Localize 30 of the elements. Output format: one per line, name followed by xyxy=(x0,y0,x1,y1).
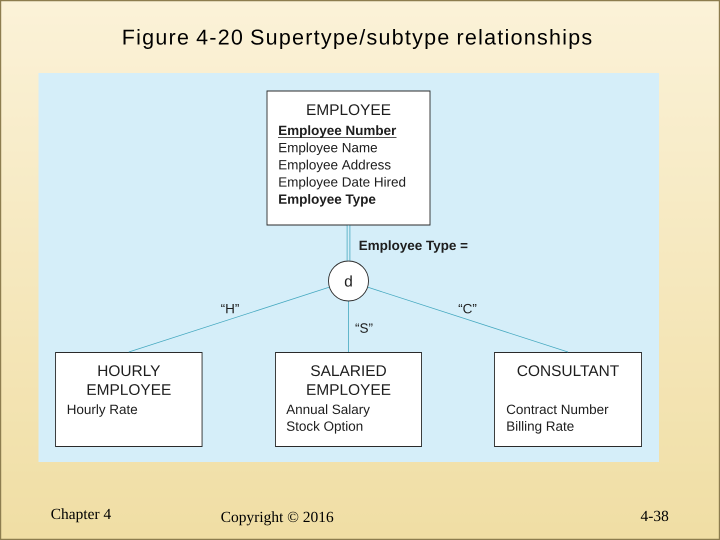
entity-name: HOURLY EMPLOYEE xyxy=(88,365,171,396)
attribute-text: Employee Number xyxy=(278,125,397,138)
edge-label: Employee Type = xyxy=(357,238,470,254)
entity-box xyxy=(55,352,202,447)
page-number: 4-38 xyxy=(640,510,668,522)
connector-line xyxy=(368,286,568,352)
attribute-text: Employee Address xyxy=(279,160,391,172)
edge-label: “H” xyxy=(219,302,241,315)
attribute-text: Contract Number xyxy=(506,404,608,414)
entity-box xyxy=(266,90,430,226)
title: Figure 4-20 Supertype/subtype relationships xyxy=(124,28,592,49)
entity-box xyxy=(275,352,422,447)
entity-box xyxy=(494,352,642,447)
entity-name: SALARIED EMPLOYEE xyxy=(307,365,390,396)
attribute-text: Annual Salary xyxy=(286,404,370,417)
connector-line xyxy=(348,301,349,352)
edge-label: “S” xyxy=(354,322,374,334)
copyright-text: Copyright © 2016 xyxy=(221,511,334,526)
edge-label: “C” xyxy=(456,302,478,315)
attribute-text: Billing Rate xyxy=(507,421,574,434)
attribute-text: Employee Name xyxy=(279,142,377,155)
double-line xyxy=(346,225,350,261)
entity-name: CONSULTANT xyxy=(518,365,619,376)
connector-line xyxy=(128,286,330,352)
attribute-text: Hourly Rate xyxy=(68,404,138,417)
attribute-text: Employee Type xyxy=(279,194,376,207)
footer-text: Chapter 4 xyxy=(51,508,111,522)
attribute-text: Employee Date Hired xyxy=(279,176,406,190)
attribute-text: Stock Option xyxy=(286,421,362,434)
entity-name: EMPLOYEE xyxy=(307,104,390,116)
